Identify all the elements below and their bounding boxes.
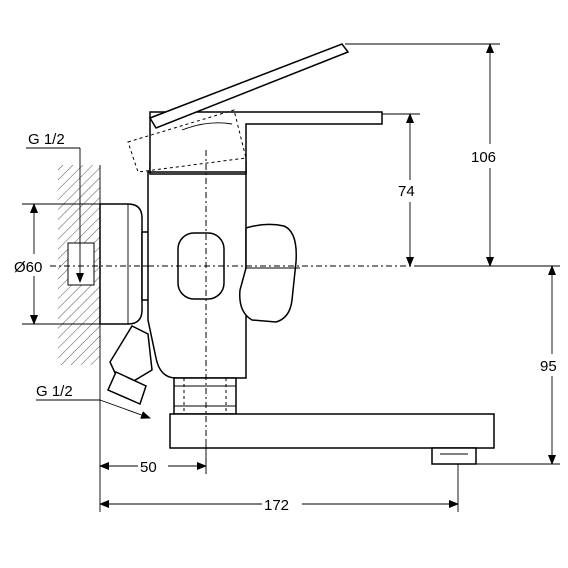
wall-section [58, 165, 101, 365]
thread-label-bottom: G 1/2 [36, 383, 73, 400]
spout-collar [173, 377, 237, 415]
dim-label-95: 95 [540, 358, 557, 375]
thread-leaders [26, 147, 151, 419]
hose-connector [107, 325, 153, 406]
spout [169, 413, 495, 465]
dim-label-106: 106 [471, 149, 496, 166]
dim-label-74: 74 [398, 183, 415, 200]
dim-label-172: 172 [264, 497, 289, 514]
valve-body [147, 161, 300, 379]
wall-flange [99, 203, 143, 325]
dim-label-50: 50 [140, 459, 157, 476]
center-lines [22, 150, 420, 474]
dim-label-diameter: Ø60 [14, 259, 42, 276]
lever-handle [127, 43, 383, 173]
thread-label-top: G 1/2 [28, 131, 65, 148]
